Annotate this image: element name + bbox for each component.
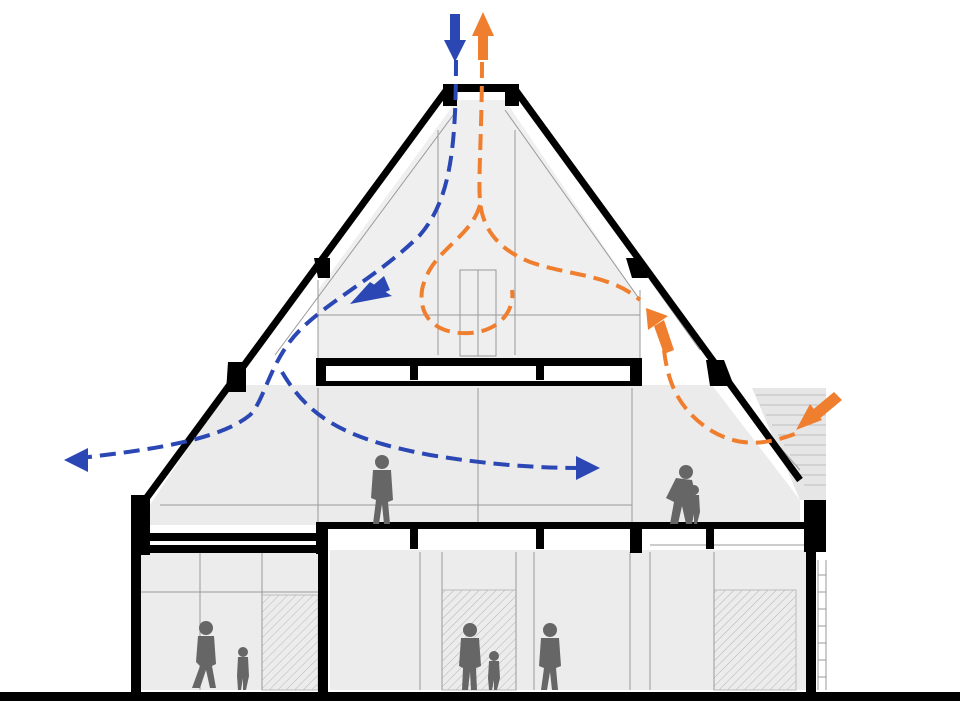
arrow-head-icon — [444, 14, 466, 62]
child-silhouette-icon — [488, 651, 500, 690]
middle-floor-slab — [316, 522, 806, 529]
door-panel-left — [261, 594, 319, 691]
door-panel-right — [713, 589, 797, 691]
attic-space — [318, 100, 640, 360]
middle-floor-space — [150, 385, 800, 525]
hatched-panels — [261, 589, 797, 691]
people — [192, 455, 700, 690]
structure — [0, 84, 960, 701]
warm-air-path-lower — [662, 349, 801, 445]
warm-air-loop — [419, 204, 515, 336]
warm-air-path-top — [477, 61, 642, 302]
cool-air-flow — [79, 59, 581, 470]
person-silhouette-icon — [459, 623, 481, 690]
upper-floor-slab — [316, 358, 642, 366]
ground-line — [0, 692, 960, 701]
cool-air-arrows — [64, 14, 600, 480]
person-silhouette-icon — [666, 465, 696, 524]
person-silhouette-icon — [192, 621, 216, 688]
warm-air-arrows — [472, 12, 842, 430]
right-facade-wall — [804, 500, 826, 552]
warm-air-flow — [419, 61, 801, 445]
roof-left-slope — [142, 85, 451, 503]
ground-floor-column — [318, 545, 328, 695]
arrow-head-icon — [472, 12, 494, 60]
arrow-head-icon — [796, 392, 842, 430]
person-silhouette-icon — [371, 455, 393, 524]
child-silhouette-icon — [237, 647, 249, 690]
child-silhouette-icon — [689, 485, 700, 524]
cool-air-path-branch — [280, 370, 581, 470]
person-silhouette-icon — [539, 623, 561, 690]
arrow-head-icon — [350, 276, 392, 304]
arrow-head-icon — [64, 448, 88, 472]
arrow-head-icon — [576, 456, 600, 480]
arrow-head-icon — [646, 308, 674, 354]
roof-right-slope — [511, 85, 803, 483]
left-facade-wall — [131, 495, 150, 555]
thin-lines — [140, 109, 827, 690]
cool-air-path-main — [79, 59, 458, 460]
